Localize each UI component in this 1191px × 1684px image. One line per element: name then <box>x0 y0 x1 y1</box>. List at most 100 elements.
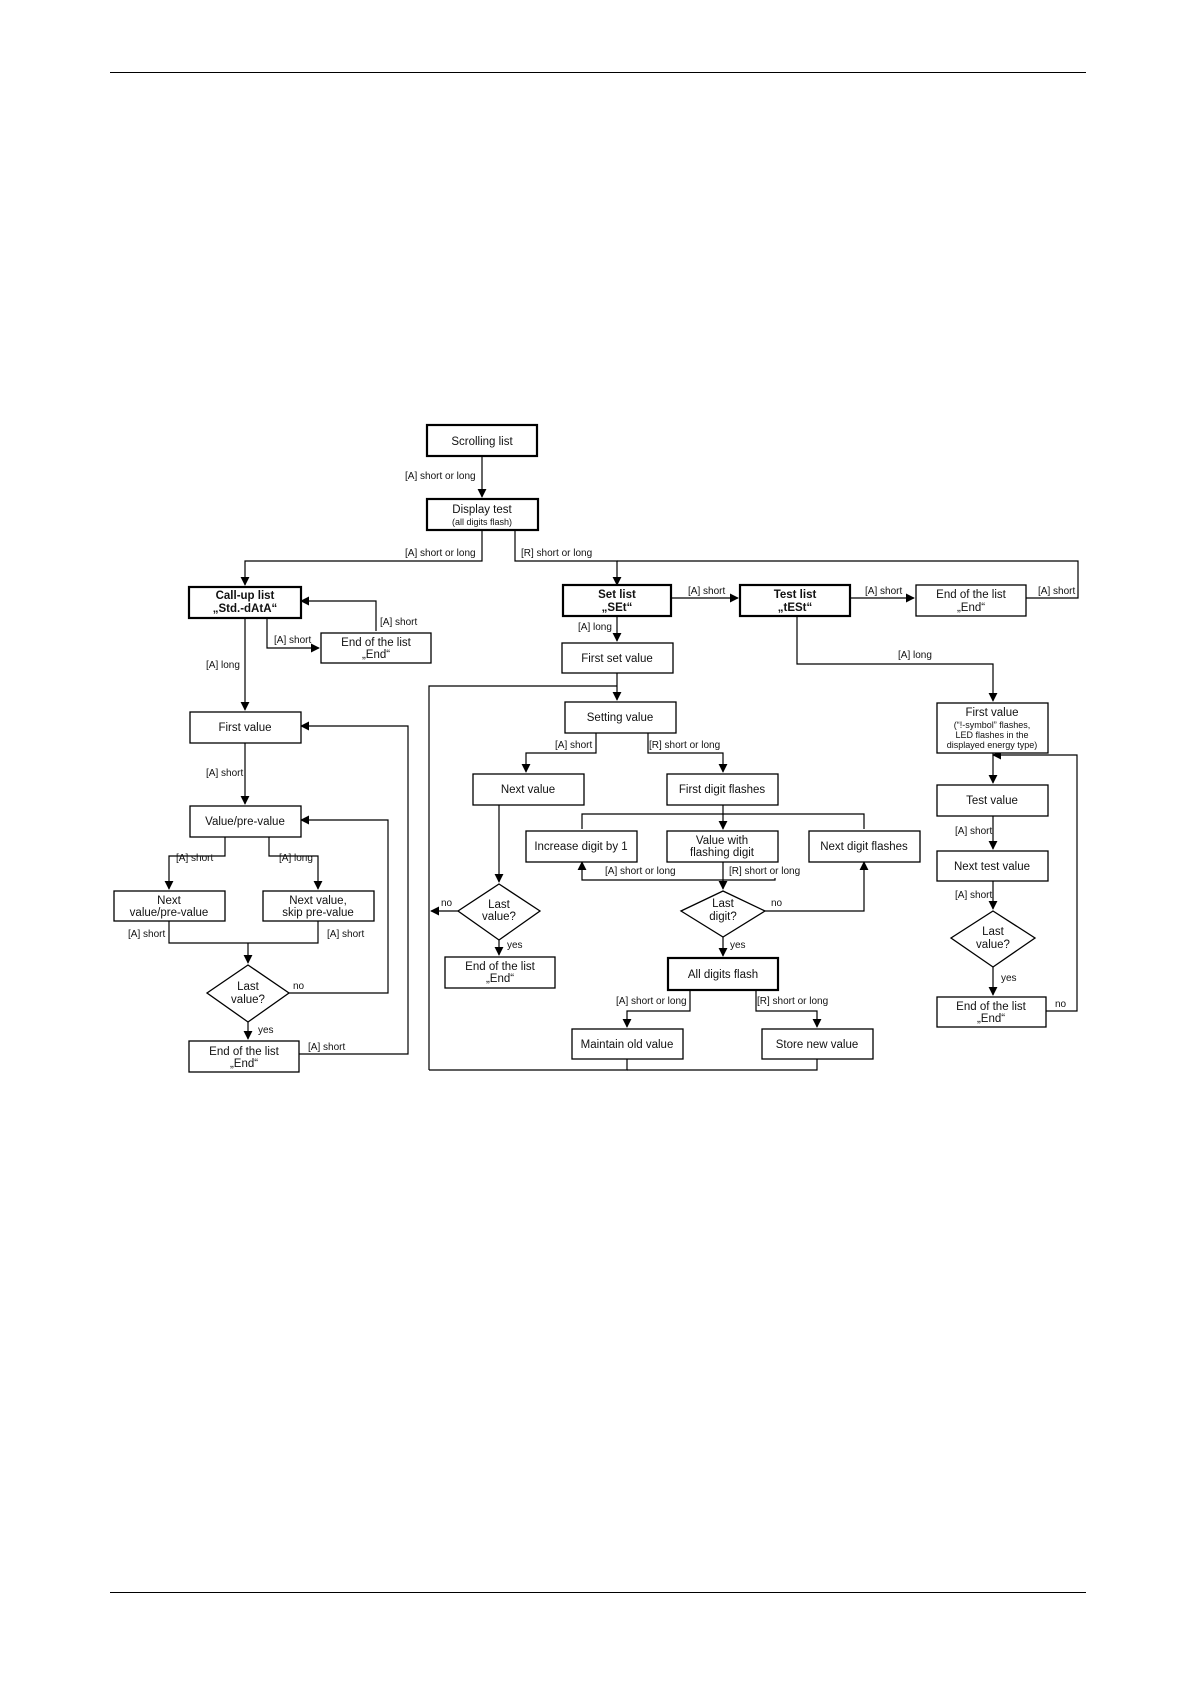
node-first-digit-flashes-text: First digit flashes <box>679 784 766 796</box>
label-a-short-test-value: [A] short <box>955 826 992 837</box>
node-maintain-old-value-text: Maintain old value <box>581 1039 674 1051</box>
connectors <box>164 456 1079 1071</box>
label-a-short-end-top: [A] short <box>1038 586 1075 597</box>
node-end-list-middle: End of the list „End“ <box>444 956 556 989</box>
node-first-value-left-text: First value <box>218 722 271 734</box>
label-yes-middle-value: yes <box>507 940 523 951</box>
edge-store-back <box>627 1059 818 1071</box>
node-all-digits-flash: All digits flash <box>666 956 780 992</box>
node-next-value-middle-text: Next value <box>501 784 555 796</box>
label-no-right: no <box>1055 999 1067 1010</box>
node-display-test: Display test (all digits flash) <box>425 497 540 532</box>
label-r-short-or-long-value-flashing: [R] short or long <box>729 866 800 877</box>
label-a-short-or-long-increase: [A] short or long <box>605 866 676 877</box>
node-next-value-pre-text-1: Next <box>157 895 181 907</box>
decision-last-digit-text-1: Last <box>712 898 735 910</box>
label-a-short-or-long-scroll: [A] short or long <box>405 471 476 482</box>
edge-lastdigit-no <box>765 861 869 912</box>
node-set-list-text-2: „SEt“ <box>602 602 633 614</box>
edge-all-maintain <box>622 990 691 1028</box>
node-next-value-skip-text-2: skip pre-value <box>282 907 354 919</box>
node-store-new-value: Store new value <box>761 1028 874 1060</box>
edge-labels: [A] short or long [A] short or long [R] … <box>128 471 1075 1053</box>
label-yes-last-digit: yes <box>730 940 746 951</box>
node-next-test-value-text: Next test value <box>954 861 1030 873</box>
edge-setting-firstdigit <box>647 733 728 773</box>
edge-end-r-back <box>992 750 1078 1012</box>
node-set-list-text-1: Set list <box>598 589 636 601</box>
label-a-long-callup: [A] long <box>206 660 240 671</box>
node-first-value-right-text-2: (“!-symbol” flashes, <box>954 720 1031 730</box>
node-test-list-text-1: Test list <box>774 589 817 601</box>
label-a-short-or-long-all: [A] short or long <box>616 996 687 1007</box>
node-first-value-right-text-1: First value <box>965 707 1018 719</box>
node-increase-digit-text: Increase digit by 1 <box>534 841 627 853</box>
edge-end-top-back-set <box>617 560 1079 599</box>
decision-last-digit-text-2: digit? <box>709 911 737 923</box>
decision-last-value-right-text-2: value? <box>976 939 1010 951</box>
label-a-long-set: [A] long <box>578 622 612 633</box>
node-end-callup-text-1: End of the list <box>341 637 411 649</box>
edge-vp-skip <box>268 837 323 890</box>
footer-rule <box>110 1592 1086 1593</box>
label-a-short-or-long-callup: [A] short or long <box>405 548 476 559</box>
node-next-test-value: Next test value <box>936 850 1049 882</box>
node-end-list-middle-text-2: „End“ <box>486 973 514 985</box>
node-end-callup: End of the list „End“ <box>320 632 432 664</box>
edge-end-back-first <box>299 721 409 1055</box>
edge-end-callup-back <box>300 596 377 631</box>
node-value-pre-value-text: Value/pre-value <box>205 816 285 828</box>
label-no-last-digit: no <box>771 898 783 909</box>
node-next-value-skip: Next value, skip pre-value <box>262 890 375 922</box>
label-a-short-next-test-value: [A] short <box>955 890 992 901</box>
node-end-list-left-text-2: „End“ <box>230 1058 258 1070</box>
node-next-digit-flashes: Next digit flashes <box>808 830 921 863</box>
edge-all-store <box>755 990 822 1028</box>
label-a-short-first: [A] short <box>206 768 243 779</box>
node-setting-value-text: Setting value <box>587 712 654 724</box>
node-scrolling-list-text: Scrolling list <box>451 436 513 448</box>
node-first-value-right-text-4: displayed energy type) <box>947 740 1038 750</box>
node-value-flashing-text-2: flashing digit <box>690 847 755 859</box>
edge-display-callup <box>240 530 483 586</box>
label-r-short-or-long-set: [R] short or long <box>521 548 592 559</box>
node-display-test-text-1: Display test <box>452 504 512 516</box>
edge-maintain-back <box>429 1059 628 1071</box>
edge-top-bar <box>581 813 865 829</box>
edge-setting-next <box>521 733 597 773</box>
header-rule <box>110 72 1086 73</box>
decision-last-value-middle-text-2: value? <box>482 911 516 923</box>
node-first-value-left: First value <box>189 711 302 744</box>
label-a-short-callup-end: [A] short <box>274 635 311 646</box>
label-yes-left: yes <box>258 1025 274 1036</box>
node-end-test-top-text-2: „End“ <box>957 602 985 614</box>
node-next-digit-flashes-text: Next digit flashes <box>820 841 908 853</box>
node-value-flashing-digit: Value with flashing digit <box>666 830 779 863</box>
label-r-short-or-long-setting: [R] short or long <box>649 740 720 751</box>
node-test-value-text: Test value <box>966 795 1018 807</box>
edge-loop-back-setting <box>428 685 617 1070</box>
node-next-value-skip-text-1: Next value, <box>289 895 347 907</box>
node-test-list: Test list „tESt“ <box>738 583 852 618</box>
label-a-short-valuepre: [A] short <box>176 853 213 864</box>
decision-last-value-right-text-1: Last <box>982 926 1005 938</box>
node-next-value-pre-text-2: value/pre-value <box>130 907 209 919</box>
label-a-short-next-value-pre: [A] short <box>128 929 165 940</box>
node-first-value-right: First value (“!-symbol” flashes, LED fla… <box>936 702 1049 754</box>
node-next-value-middle: Next value <box>472 773 585 806</box>
decision-last-value-middle-text-1: Last <box>488 899 511 911</box>
edge-merge-bottom <box>168 921 319 944</box>
node-callup-list: Call-up list „Std.-dAtA“ <box>187 585 303 620</box>
edge-vf-increase <box>577 861 776 881</box>
node-increase-digit: Increase digit by 1 <box>525 830 638 863</box>
node-value-pre-value: Value/pre-value <box>189 805 302 838</box>
label-a-short-next-value-skip: [A] short <box>327 929 364 940</box>
node-test-list-text-2: „tESt“ <box>778 602 813 614</box>
edge-vp-next <box>164 837 226 890</box>
node-end-list-right-text-1: End of the list <box>956 1001 1026 1013</box>
label-a-short-end-left: [A] short <box>308 1042 345 1053</box>
decision-last-value-left-text-2: value? <box>231 994 265 1006</box>
label-a-long-valuepre: [A] long <box>279 853 313 864</box>
label-a-long-test: [A] long <box>898 650 932 661</box>
node-all-digits-flash-text: All digits flash <box>688 969 758 981</box>
